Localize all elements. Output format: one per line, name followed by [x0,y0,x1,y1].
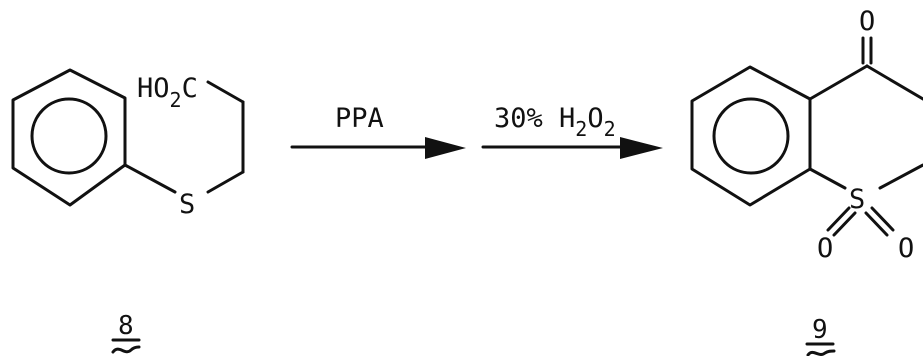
bond-carbonyl-ch2 [865,64,923,101]
bond-sulfur-ch2 [206,170,245,194]
tilde-8 [111,345,141,354]
bond-chain-2 [206,80,245,104]
bond-ring-carbonyl [808,64,869,101]
bond-sulfur-ch2 [878,163,923,190]
sulfur-atom: S [179,189,195,220]
tilde-9 [806,349,836,356]
sulfonyl-right-double-bond-b [864,211,889,237]
sulfonyl-oxygen-left: O [817,233,833,264]
sulfonyl-left-double-bond-a [826,206,851,232]
compound-number-8: 8 [118,311,134,341]
aromatic-circle [30,97,108,175]
benzene-ring [11,68,127,207]
arrow-1-head [425,137,466,159]
bond-ring-sulfur [808,167,847,190]
sulfur-atom: S [849,184,865,215]
bond-ring-sulfur [123,163,177,194]
product-9: O S O O 9 [690,6,923,356]
carbonyl-oxygen: O [859,6,875,37]
sulfonyl-left-double-bond-b [832,211,857,237]
aromatic-circle [712,97,790,175]
reaction-arrow-2: 30% H2O2 [481,103,663,159]
carboxylic-acid-label: HO2C [137,73,198,112]
sulfonyl-right-double-bond-a [870,206,895,232]
sulfonyl-oxygen-right: O [898,233,914,264]
reactant-8: S HO2C 8 [11,68,245,354]
compound-number-9: 9 [812,315,828,345]
reagent-hydrogen-peroxide: 30% H2O2 [494,103,616,141]
reaction-arrow-1: PPA [290,103,466,159]
arrow-2-head [620,137,663,159]
reagent-ppa: PPA [335,103,384,134]
benzene-ring [690,65,812,207]
